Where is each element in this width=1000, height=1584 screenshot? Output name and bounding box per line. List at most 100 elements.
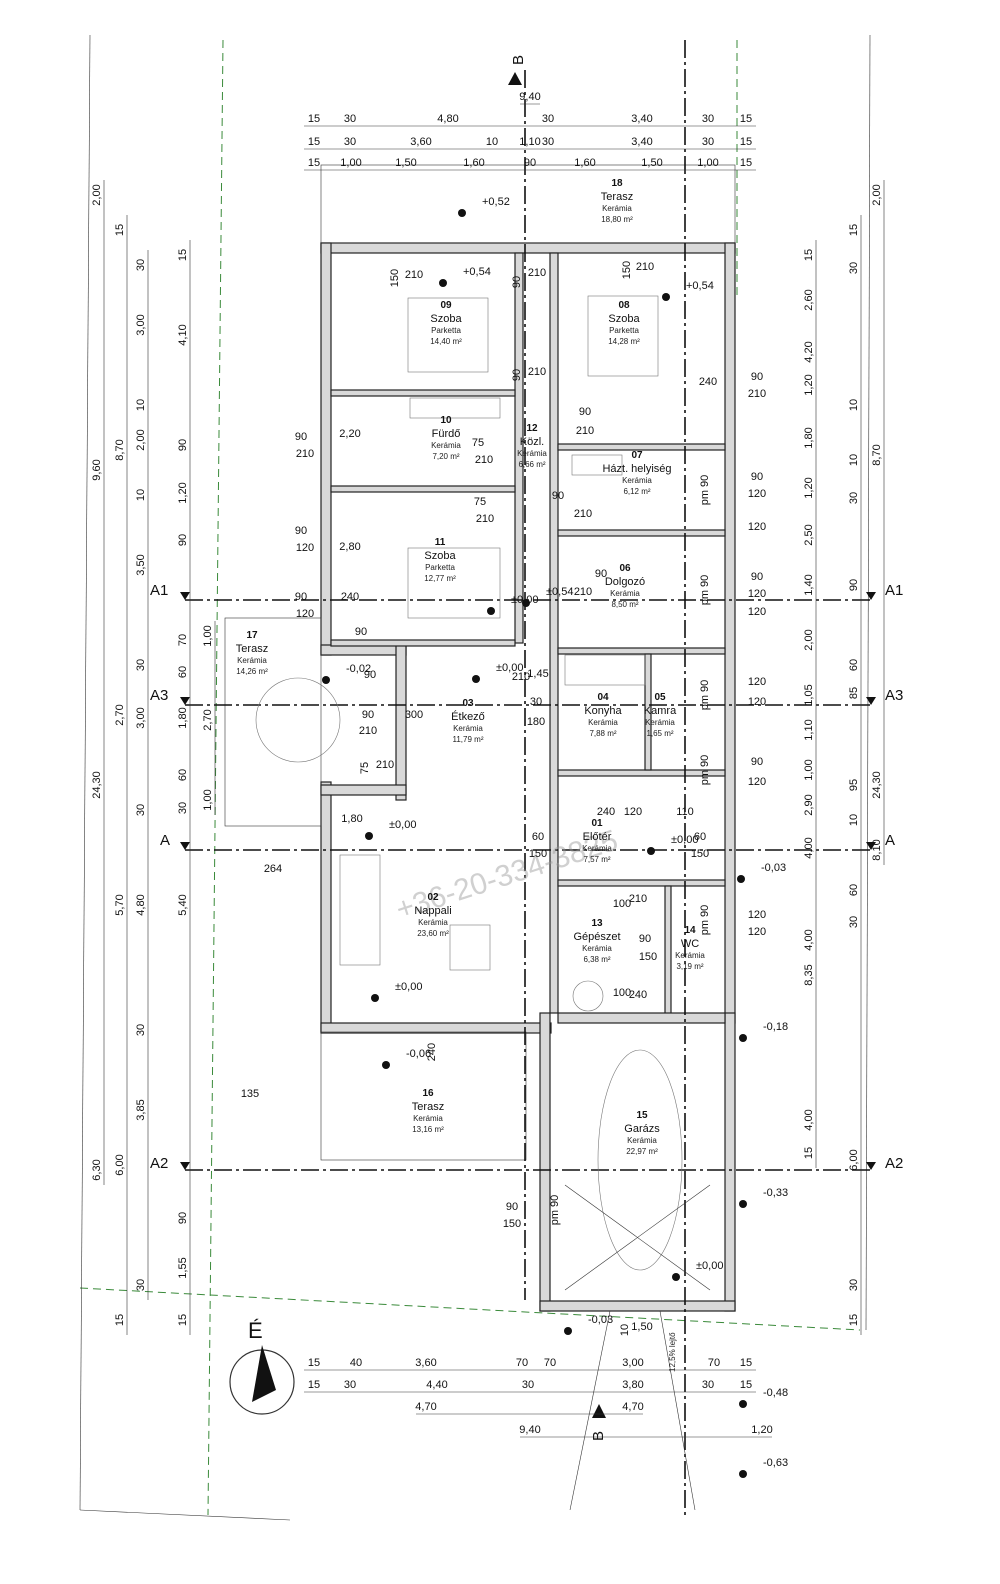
dim-left: 15 (177, 249, 189, 261)
opening-dimension: 210 (476, 513, 494, 525)
plot-border-right (865, 34, 871, 1331)
dim-left: 2,00 (91, 184, 103, 205)
dim-bottom: 70 (544, 1357, 556, 1369)
dim-left: 30 (135, 259, 147, 271)
dim-left: 30 (177, 802, 189, 814)
room-area: 11,79 m² (453, 735, 484, 744)
dim-bottom: 30 (522, 1379, 534, 1391)
dim-right: 2,00 (871, 184, 883, 205)
plot-line-bottom (79, 1287, 861, 1331)
dim-top: 15 (740, 136, 752, 148)
room-material: Parketta (425, 563, 455, 572)
room-area: 7,88 m² (589, 729, 616, 738)
opening-dimension: 300 (405, 709, 423, 721)
level-marker-icon (737, 875, 745, 883)
room-area: 6,12 m² (623, 487, 650, 496)
room-material: Kerámia (237, 656, 267, 665)
dim-right: 4,00 (803, 1109, 815, 1130)
dim-right: 10 (848, 814, 860, 826)
opening-dimension: 210 (574, 586, 592, 598)
room-name: Kamra (644, 705, 677, 717)
dim-top: 3,60 (410, 136, 431, 148)
dim-right: 1,40 (803, 574, 815, 595)
dim-right: 30 (848, 262, 860, 274)
dim-right: 24,30 (871, 771, 883, 799)
opening-dimension: 120 (748, 606, 766, 618)
level-value: ±0,00 (389, 819, 416, 831)
opening-dimension: 150 (529, 848, 547, 860)
dim-right: 2,50 (803, 524, 815, 545)
dim-top: 1,60 (463, 157, 484, 169)
dim-left: 2,70 (202, 709, 214, 730)
room-area: 14,28 m² (608, 337, 640, 346)
dim-right: 2,00 (803, 629, 815, 650)
room-area: 18,80 m² (601, 215, 633, 224)
room-number: 11 (435, 537, 446, 548)
level-marker-icon (487, 607, 495, 615)
level-marker-icon (522, 599, 530, 607)
opening-dimension: 150 (389, 269, 401, 287)
room-name: Szoba (608, 313, 640, 325)
room-material: Kerámia (675, 951, 705, 960)
room-area: 1,65 m² (646, 729, 673, 738)
opening-dimension: 210 (576, 425, 594, 437)
opening-dimension: 210 (636, 261, 654, 273)
opening-dimension: 90 (295, 431, 307, 443)
opening-dimension: 240 (426, 1043, 438, 1061)
opening-dimension: 90 (362, 709, 374, 721)
ramp-label: 12,5% lejtő (668, 1332, 677, 1372)
plot-border-bottom (79, 1509, 291, 1521)
opening-dimension: 90 (751, 371, 763, 383)
axis-label-a-left: A (160, 832, 170, 849)
dim-top: 1,00 (340, 157, 361, 169)
dim-left: 1,20 (177, 482, 189, 503)
north-label: É (248, 1318, 263, 1343)
dim-left: 1,00 (202, 625, 214, 646)
room-area: 22,97 m² (626, 1147, 658, 1156)
dim-left: 10 (135, 489, 147, 501)
room-name: Szoba (424, 550, 456, 562)
opening-dimension: 210 (475, 454, 493, 466)
dim-right: 8,70 (871, 444, 883, 465)
level-value: ±0,00 (395, 981, 422, 993)
room-number: 07 (631, 450, 643, 461)
level-marker-icon (564, 1327, 572, 1335)
opening-dimension: 150 (691, 848, 709, 860)
room-name: Terasz (236, 643, 268, 655)
opening-dimension: 1,80 (341, 813, 362, 825)
opening-dimension: 120 (296, 542, 314, 554)
level-marker-icon (672, 1273, 680, 1281)
dim-left: 3,00 (135, 707, 147, 728)
room-material: Kerámia (582, 844, 612, 853)
dim-right: 8,35 (803, 964, 815, 985)
dim-right: 4,00 (803, 837, 815, 858)
dim-bottom: 4,40 (426, 1379, 447, 1391)
room-number: 08 (618, 300, 630, 311)
room-name: Szoba (430, 313, 462, 325)
level-marker-icon (739, 1400, 747, 1408)
dim-right: 1,80 (803, 427, 815, 448)
room-material: Kerámia (431, 441, 461, 450)
dim-right: 60 (848, 659, 860, 671)
room-area: 7,57 m² (583, 855, 610, 864)
dim-right: 1,05 (803, 684, 815, 705)
level-value: -0,33 (763, 1187, 788, 1199)
level-marker-icon (739, 1470, 747, 1478)
opening-dimension: 120 (748, 696, 766, 708)
room-number: 10 (440, 415, 452, 426)
level-value: +0,54 (686, 280, 714, 292)
opening-dimension: 75 (472, 437, 484, 449)
dim-top: 3,40 (631, 113, 652, 125)
level-marker-icon (739, 1200, 747, 1208)
opening-dimension: 90 (751, 756, 763, 768)
opening-dimension: 120 (748, 588, 766, 600)
dim-left: 15 (114, 224, 126, 236)
room-material: Kerámia (453, 724, 483, 733)
level-value: ±0,54 (546, 586, 573, 598)
opening-dimension: 10 (619, 1324, 631, 1336)
room-number: 04 (597, 692, 609, 703)
opening-dimension: pm 90 (699, 755, 711, 786)
level-marker-icon (382, 1061, 390, 1069)
axis-label-a1-left: A1 (150, 582, 168, 599)
dim-top: 15 (740, 157, 752, 169)
